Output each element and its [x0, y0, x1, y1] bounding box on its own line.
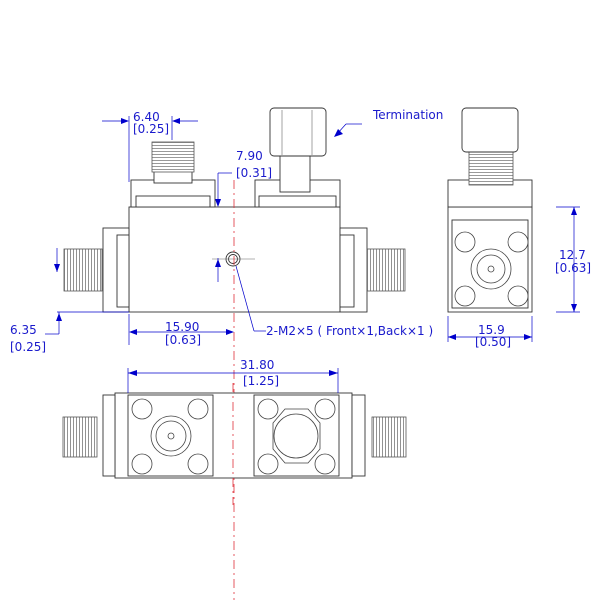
top-left-thread — [151, 141, 195, 173]
dim-12.7-in: [0.63] — [555, 261, 591, 275]
dim-15.90: 15.90 — [165, 320, 199, 334]
dim-31.80: 31.80 — [240, 358, 274, 372]
dim-6.40-in: [0.25] — [133, 122, 169, 136]
screw-note: 2-M2×5 ( Front×1,Back×1 ) — [266, 324, 433, 338]
side-view — [447, 107, 533, 313]
dim-15.9-in: [0.50] — [475, 335, 511, 349]
dim-12.7: 12.7 — [559, 248, 586, 262]
termination-label: Termination — [372, 108, 443, 122]
dim-15.9: 15.9 — [478, 323, 505, 337]
dim-7.90-in: [0.31] — [236, 166, 272, 180]
front-view — [63, 107, 406, 600]
dim-7.90: 7.90 — [236, 149, 263, 163]
dim-31.80-in: [1.25] — [243, 374, 279, 388]
dimension-lines — [45, 116, 580, 393]
dim-6.40: 6.40 — [133, 110, 160, 124]
dim-15.90-in: [0.63] — [165, 333, 201, 347]
bottom-view — [62, 383, 407, 505]
termination-plug — [269, 107, 327, 157]
dim-6.35-in: [0.25] — [10, 340, 46, 354]
dim-6.35: 6.35 — [10, 323, 37, 337]
left-thread — [63, 248, 103, 292]
right-thread — [366, 248, 406, 292]
